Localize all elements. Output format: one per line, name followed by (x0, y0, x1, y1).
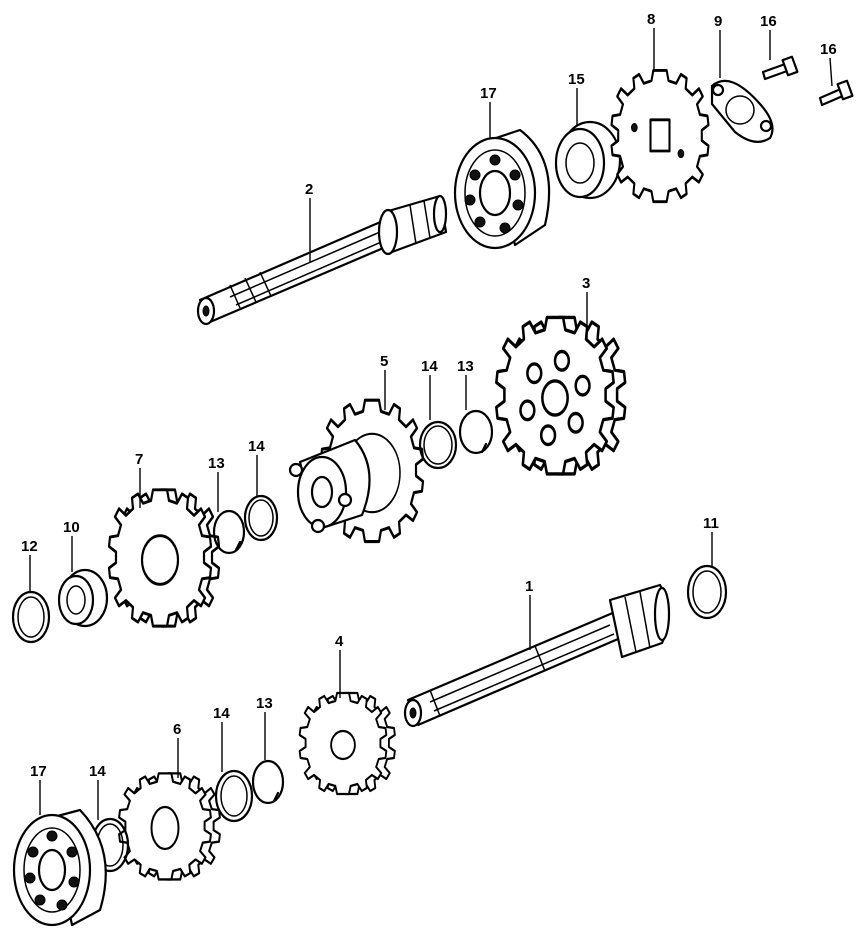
leader-lines (29, 28, 833, 820)
ring-part-14-middle (243, 494, 279, 542)
callout-6: 6 (173, 721, 181, 738)
callout-13c: 13 (256, 695, 273, 712)
ring-part-14-lower (214, 769, 254, 823)
callout-11: 11 (703, 515, 719, 532)
shaft-part-1 (403, 583, 671, 728)
callout-14d: 14 (89, 763, 106, 780)
circlip-part-13-lower (251, 759, 285, 805)
callout-2: 2 (305, 181, 313, 198)
plate-part-9 (710, 79, 774, 143)
callout-15: 15 (568, 71, 585, 88)
seal-part-15 (554, 120, 622, 200)
shaft-part-2 (196, 194, 448, 326)
bearing-part-17-upper (453, 128, 551, 250)
washer-part-12 (11, 590, 51, 644)
callout-7: 7 (135, 451, 143, 468)
ring-part-14-upper (418, 420, 458, 470)
gear-part-4 (298, 691, 396, 796)
callout-14b: 14 (248, 438, 265, 455)
callout-14c: 14 (213, 705, 230, 722)
callout-16b: 16 (820, 41, 837, 58)
callout-10: 10 (63, 519, 80, 536)
callout-3: 3 (582, 275, 590, 292)
gear-part-7 (107, 488, 221, 628)
callout-13b: 13 (208, 455, 225, 472)
callout-17b: 17 (30, 763, 47, 780)
bolt-part-16-a (761, 55, 799, 81)
callout-12: 12 (21, 538, 38, 555)
callout-1: 1 (525, 578, 533, 595)
callout-17a: 17 (480, 85, 497, 102)
washer-part-11 (686, 564, 728, 620)
callout-9: 9 (714, 13, 722, 30)
gear-part-5 (288, 398, 425, 544)
callout-16a: 16 (760, 13, 777, 30)
sprocket-part-8 (610, 68, 710, 204)
circlip-part-13-middle (212, 509, 246, 555)
gear-part-3 (494, 315, 627, 476)
callout-13a: 13 (457, 358, 474, 375)
bushing-part-10 (57, 568, 109, 628)
callout-5: 5 (380, 353, 388, 370)
gear-part-6 (117, 772, 222, 881)
circlip-part-13-upper (458, 409, 494, 455)
callout-4: 4 (335, 633, 344, 650)
bolt-part-16-b (818, 79, 854, 107)
bearing-part-17-lower (12, 808, 107, 927)
callout-8: 8 (647, 11, 655, 28)
callout-14a: 14 (421, 358, 438, 375)
callout-labels: 8 9 16 16 17 15 2 3 5 14 13 7 13 14 12 1… (21, 11, 837, 780)
